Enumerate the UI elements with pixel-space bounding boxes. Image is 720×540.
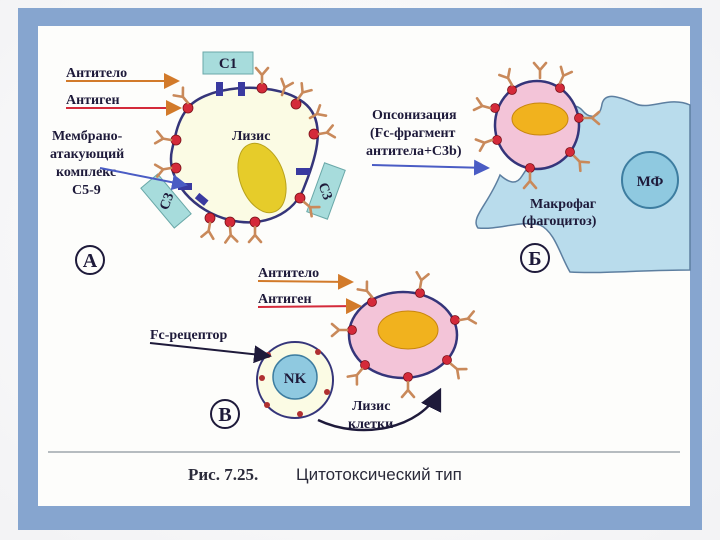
opson-label-1: Опсонизация	[372, 108, 457, 123]
panel-b-letter: Б	[528, 248, 541, 270]
opson-label-2: (Fc-фрагмент	[370, 126, 456, 141]
antibody-label-a: Антитело	[66, 66, 127, 81]
caption-text: Цитотоксический тип	[296, 465, 462, 484]
nk-label: NK	[284, 371, 307, 387]
c1-label: С1	[219, 56, 237, 72]
antigen-label-v: Антиген	[258, 292, 312, 307]
mac-label-4: С5-9	[72, 183, 101, 198]
nucleus-v	[378, 311, 438, 349]
nucleus-b	[512, 103, 568, 135]
macrophage-label-1: Макрофаг	[530, 197, 596, 212]
panel-a-letter: А	[83, 250, 98, 272]
mac-label-3: комплекс	[56, 165, 116, 180]
lysis-label-v-1: Лизис	[352, 399, 390, 414]
antigen-arrow-v	[258, 306, 360, 307]
antibody-arrow-v	[258, 281, 352, 282]
mac-label-1: Мембрано-	[52, 129, 123, 144]
opson-label-3: антитела+С3b)	[366, 144, 462, 159]
antibody-label-v: Антитело	[258, 266, 319, 281]
lysis-label-a: Лизис	[232, 129, 270, 144]
antigen-label-a: Антиген	[66, 93, 120, 108]
fc-receptor-label: Fc-рецептор	[150, 328, 227, 343]
mac-label-2: атакующий	[50, 147, 124, 162]
macrophage-label-2: (фагоцитоз)	[522, 214, 597, 229]
mf-label: МФ	[637, 174, 664, 190]
panel-v-letter: В	[218, 404, 231, 426]
caption-number: Рис. 7.25.	[188, 465, 258, 484]
